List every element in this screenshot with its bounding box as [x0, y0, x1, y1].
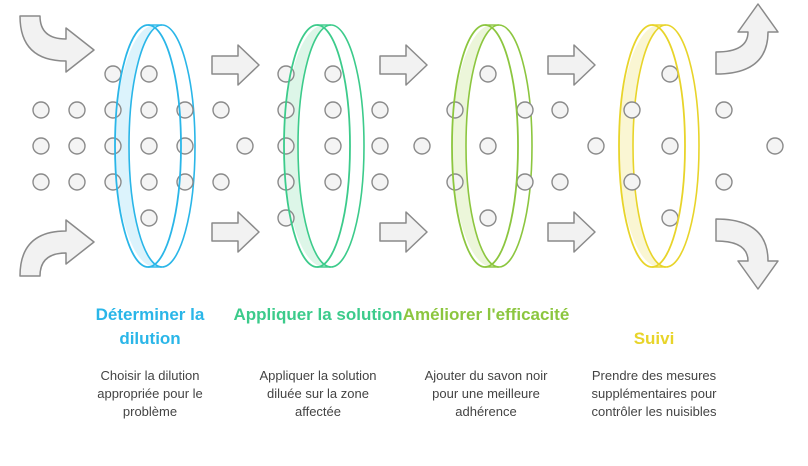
particle-dot	[371, 101, 389, 119]
particle-dot	[140, 173, 158, 191]
arrow-right-icon	[379, 44, 428, 86]
arrow-right-icon	[547, 211, 596, 253]
curved-arrow-out-top-icon	[715, 3, 779, 75]
particle-dot	[479, 209, 497, 227]
particle-dot	[623, 101, 641, 119]
particle-dot	[140, 101, 158, 119]
particle-dot	[661, 137, 679, 155]
particle-dot	[236, 137, 254, 155]
particle-dot	[479, 65, 497, 83]
particle-dot	[551, 173, 569, 191]
particle-dot	[715, 173, 733, 191]
particle-dot	[68, 173, 86, 191]
curved-arrow-in-bottom-icon	[19, 219, 95, 277]
arrow-right-icon	[211, 44, 260, 86]
particle-dot	[176, 101, 194, 119]
particle-dot	[140, 137, 158, 155]
particle-dot	[715, 101, 733, 119]
curved-arrow-out-bottom-icon	[715, 218, 779, 290]
stage-4-title: Suivi	[633, 329, 675, 348]
curved-arrow-in-top-icon	[19, 15, 95, 73]
particle-dot	[324, 65, 342, 83]
particle-dot	[446, 101, 464, 119]
particle-dot	[104, 65, 122, 83]
stage-1-title: Déterminer la dilution	[95, 305, 205, 348]
stage-4-description: Prendre des mesures supplémentaires pour…	[591, 368, 717, 419]
particle-dot	[371, 173, 389, 191]
particle-dot	[516, 101, 534, 119]
particle-dot	[516, 173, 534, 191]
particle-dot	[324, 173, 342, 191]
particle-dot	[661, 65, 679, 83]
stage-2-description: Appliquer la solution diluée sur la zone…	[259, 368, 377, 419]
particle-dot	[623, 173, 641, 191]
stage-3-description: Ajouter du savon noir pour une meilleure…	[424, 368, 548, 419]
stage-2-title: Appliquer la solution	[233, 305, 403, 324]
particle-dot	[32, 173, 50, 191]
particle-dot	[479, 137, 497, 155]
particle-dot	[140, 65, 158, 83]
stage-1-description: Choisir la dilution appropriée pour le p…	[97, 368, 203, 419]
particle-dot	[324, 101, 342, 119]
particle-dot	[176, 173, 194, 191]
arrow-right-icon	[547, 44, 596, 86]
particle-dot	[140, 209, 158, 227]
particle-dot	[324, 137, 342, 155]
stage-3-title: Améliorer l'efficacité	[402, 305, 570, 324]
particle-dot	[661, 209, 679, 227]
particle-dot	[32, 101, 50, 119]
particle-dot	[68, 101, 86, 119]
particle-dot	[104, 137, 122, 155]
particle-dot	[446, 173, 464, 191]
arrow-right-icon	[379, 211, 428, 253]
particle-dot	[413, 137, 431, 155]
particle-dot	[212, 101, 230, 119]
particle-dot	[277, 137, 295, 155]
particle-dot	[587, 137, 605, 155]
particle-dot	[766, 137, 784, 155]
particle-dot	[176, 137, 194, 155]
particle-dot	[551, 101, 569, 119]
particle-dot	[212, 173, 230, 191]
particle-dot	[104, 101, 122, 119]
arrows-layer	[19, 3, 779, 290]
stage-3-ring-back-edge	[465, 24, 533, 268]
particle-dot	[104, 173, 122, 191]
arrow-right-icon	[211, 211, 260, 253]
rings-front-layer	[114, 24, 686, 268]
particle-dot	[68, 137, 86, 155]
particle-dot	[32, 137, 50, 155]
particle-dot	[371, 137, 389, 155]
